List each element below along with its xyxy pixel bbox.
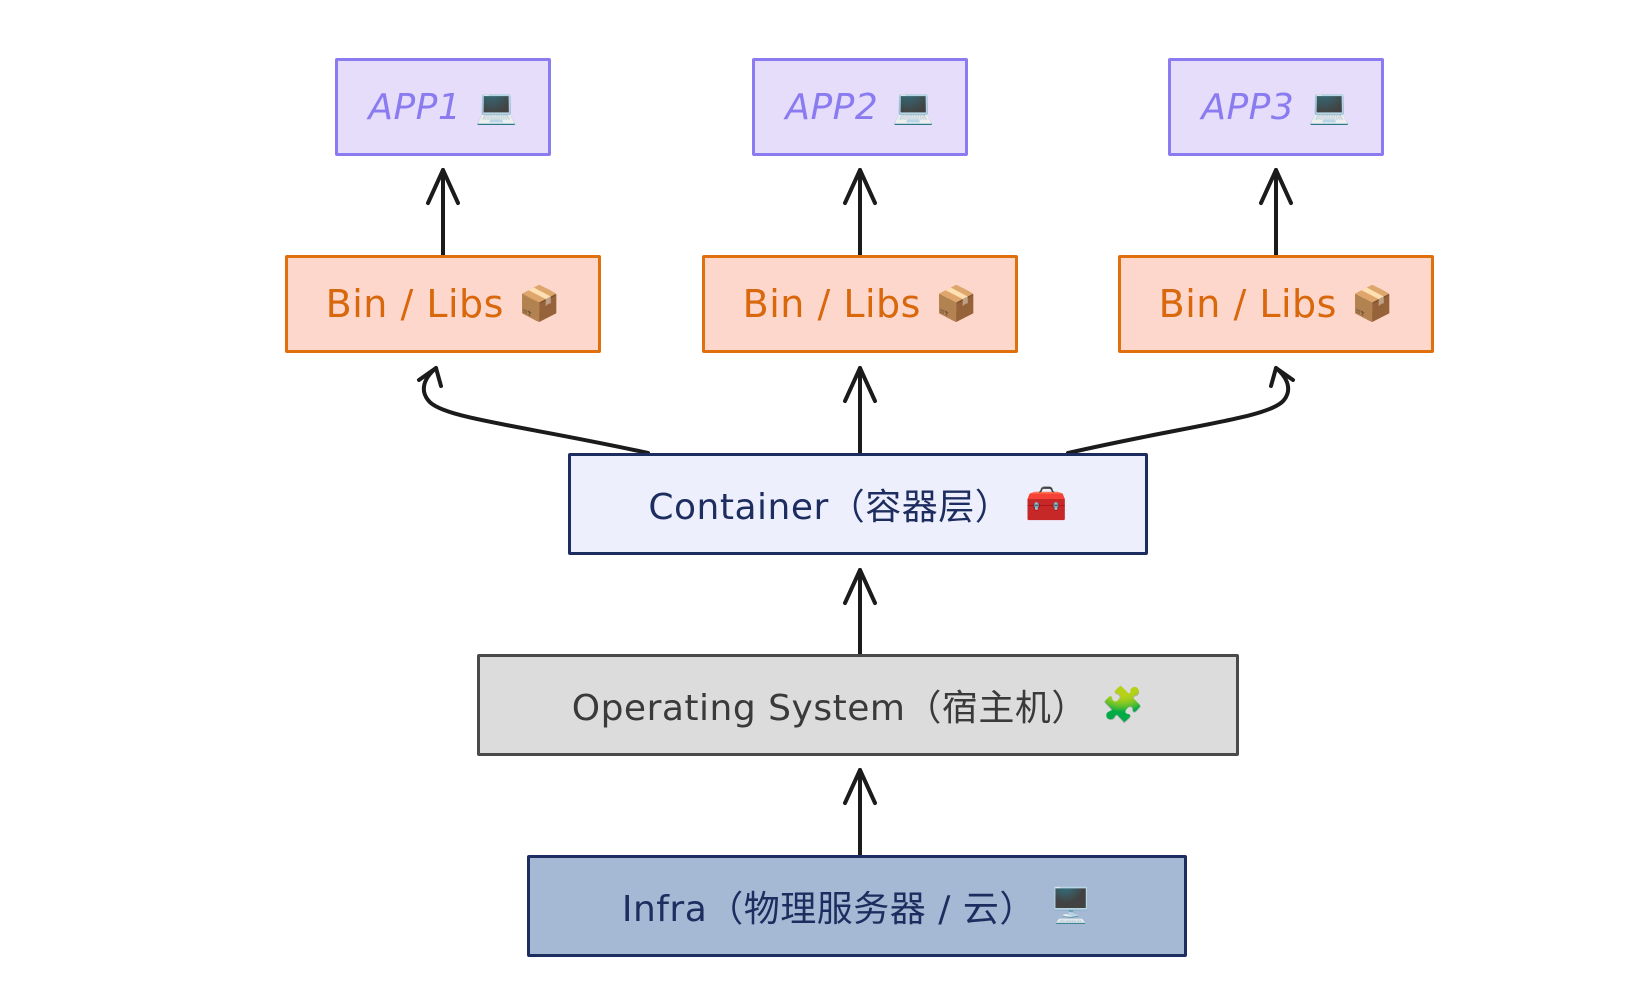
infra-label: Infra（物理服务器 / 云）: [621, 889, 1036, 930]
infra-layer-box: Infra（物理服务器 / 云） 🖥️: [527, 855, 1187, 957]
arrow-container-to-lib3: [1066, 366, 1291, 455]
libs2-box: Bin / Libs 📦: [702, 255, 1018, 353]
libs3-label: Bin / Libs: [1158, 282, 1337, 326]
libs2-label: Bin / Libs: [742, 282, 921, 326]
laptop-icon: 💻: [475, 87, 518, 127]
app3-label: APP3: [1201, 86, 1295, 128]
app1-label: APP1: [368, 86, 462, 128]
puzzle-icon: 🧩: [1101, 685, 1145, 725]
package-icon: 📦: [1350, 284, 1394, 324]
arrowhead-os-to-container: [843, 568, 877, 605]
app1-box: APP1 💻: [335, 58, 551, 156]
arrowhead-container-to-lib2: [843, 366, 877, 403]
app3-box: APP3 💻: [1168, 58, 1384, 156]
arrowhead-lib2-to-app2: [843, 168, 877, 205]
container-layer-box: Container（容器层） 🧰: [568, 453, 1148, 555]
arrowhead-lib3-to-app3: [1259, 168, 1293, 205]
desktop-computer-icon: 🖥️: [1049, 886, 1093, 926]
arrow-container-to-lib1: [421, 366, 650, 455]
arrowhead-infra-to-os: [843, 768, 877, 805]
app2-label: APP2: [785, 86, 879, 128]
container-label: Container（容器层）: [648, 487, 1012, 528]
laptop-icon: 💻: [1308, 87, 1351, 127]
laptop-icon: 💻: [892, 87, 935, 127]
os-layer-box: Operating System（宿主机） 🧩: [477, 654, 1239, 756]
arrowhead-container-to-lib1: [417, 366, 443, 388]
libs1-box: Bin / Libs 📦: [285, 255, 601, 353]
package-icon: 📦: [517, 284, 561, 324]
libs1-label: Bin / Libs: [325, 282, 504, 326]
package-icon: 📦: [934, 284, 978, 324]
arrowhead-lib1-to-app1: [426, 168, 460, 205]
arrowhead-container-to-lib3: [1269, 366, 1295, 388]
toolbox-icon: 🧰: [1025, 484, 1068, 524]
app2-box: APP2 💻: [752, 58, 968, 156]
libs3-box: Bin / Libs 📦: [1118, 255, 1434, 353]
os-label: Operating System（宿主机）: [571, 688, 1088, 729]
